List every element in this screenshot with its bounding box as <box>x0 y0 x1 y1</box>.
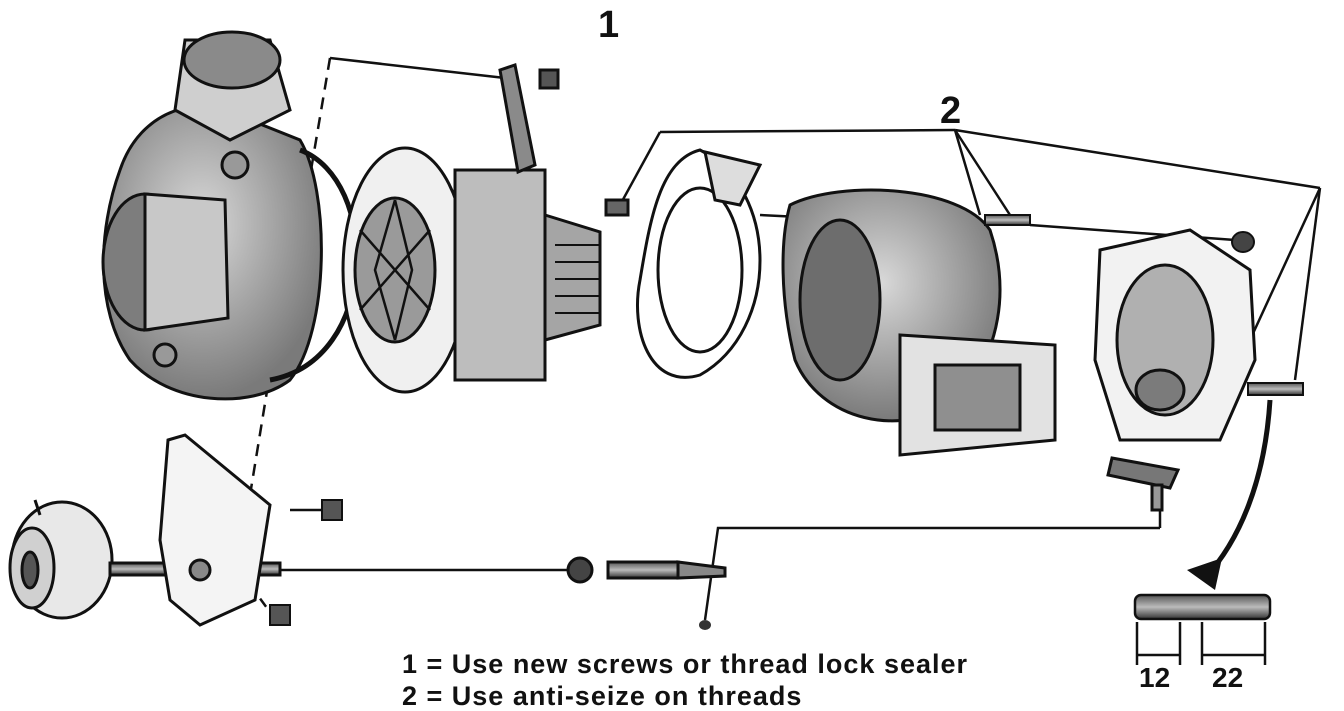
elbow-nut <box>1231 231 1255 253</box>
rod-adjuster-body <box>606 560 680 580</box>
bracket-hole <box>188 558 212 582</box>
callout-label-2: 2 <box>940 90 962 132</box>
actuator-center <box>20 550 40 590</box>
bolt-head <box>538 68 560 90</box>
wastegate-actuator <box>8 499 282 620</box>
leader-line-wastegate-link <box>703 526 1160 621</box>
leader-line-right-down <box>1293 187 1322 381</box>
turbine-housing-bore <box>798 218 882 382</box>
detail-stud <box>1133 593 1272 621</box>
turbine-housing <box>781 188 1057 457</box>
turbine-gasket <box>636 148 763 379</box>
locking-plate-bolt <box>498 63 560 175</box>
rod-lock-nut <box>566 556 594 584</box>
bracket-nut <box>269 604 291 626</box>
rod-end-tip <box>676 560 727 580</box>
compressor-inlet-tube <box>143 192 230 332</box>
callout-label-1: 1 <box>598 4 620 46</box>
compressor-boss-bottom <box>152 342 178 368</box>
compressor-outlet-opening <box>182 30 282 90</box>
compressor-boss-top <box>220 150 250 180</box>
wastegate-valve <box>1134 368 1186 412</box>
leader-line-callout2-left <box>659 128 956 134</box>
leader-line-bolt1 <box>329 56 506 80</box>
dimension-label-12: 12 <box>1139 662 1171 693</box>
exhaust-port <box>933 363 1022 432</box>
center-cartridge <box>341 146 602 394</box>
locking-plate <box>498 63 537 175</box>
clip-retainer <box>699 620 711 630</box>
wastegate-pin <box>1150 483 1164 512</box>
turbine-fins <box>555 244 600 314</box>
actuator-nipple <box>33 499 42 516</box>
elbow-stud <box>1247 382 1304 396</box>
cartridge-body <box>453 168 547 382</box>
gasket-opening <box>656 186 744 354</box>
leader-line-callout2-mid <box>953 129 982 216</box>
legend-line-1: 1 = Use new screws or thread lock sealer <box>402 649 969 679</box>
gasket-bolt-head <box>604 198 630 217</box>
leader-line-callout2-stud <box>953 129 1012 216</box>
gasket-tab <box>703 149 763 207</box>
dashed-guide-bottom <box>248 384 270 496</box>
detail-arrow-head <box>1187 558 1222 590</box>
stud-detail <box>1133 593 1272 665</box>
bracket-bolt <box>321 499 343 521</box>
compressor-wheel-blades <box>359 199 431 341</box>
turbine-wheel <box>543 212 602 342</box>
rod-adjuster <box>566 556 727 584</box>
leader-line-callout2-right <box>954 128 1321 190</box>
anti-seize-stud <box>984 214 1031 226</box>
dimension-label-22: 22 <box>1212 662 1244 693</box>
legend-line-2: 2 = Use anti-seize on threads <box>402 681 803 711</box>
leader-line-left-down <box>618 131 662 206</box>
compressor-housing <box>101 30 323 401</box>
wastegate-lever <box>1106 456 1181 490</box>
gasket-bolt <box>604 198 630 217</box>
outlet-elbow <box>1093 228 1257 512</box>
leader-line-diag-right <box>1248 187 1322 341</box>
bracket-plate <box>158 433 272 627</box>
actuator-bracket <box>158 433 272 627</box>
